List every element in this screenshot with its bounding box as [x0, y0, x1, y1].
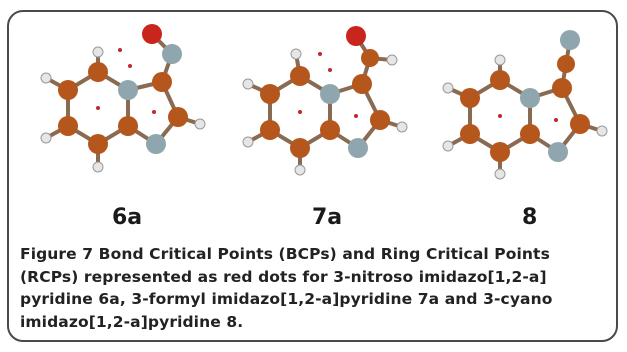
figure-label: Figure 7 — [20, 245, 94, 263]
atoms — [442, 30, 608, 180]
critical-points — [298, 52, 358, 118]
molecule-7a — [242, 26, 408, 176]
figure-caption: Figure 7 Bond Critical Points (BCPs) and… — [20, 243, 610, 333]
molecule-label-6a: 6a — [112, 205, 143, 230]
molecule-label-8: 8 — [522, 205, 538, 230]
atoms — [242, 26, 408, 176]
molecule-8 — [442, 30, 608, 180]
molecule-6a — [40, 24, 206, 173]
molecule-label-7a: 7a — [312, 205, 343, 230]
figure-frame — [7, 10, 618, 342]
critical-points — [96, 48, 156, 114]
caption-text: Bond Critical Points (BCPs) and Ring Cri… — [20, 245, 553, 331]
critical-points — [498, 114, 558, 122]
atoms — [40, 24, 206, 173]
